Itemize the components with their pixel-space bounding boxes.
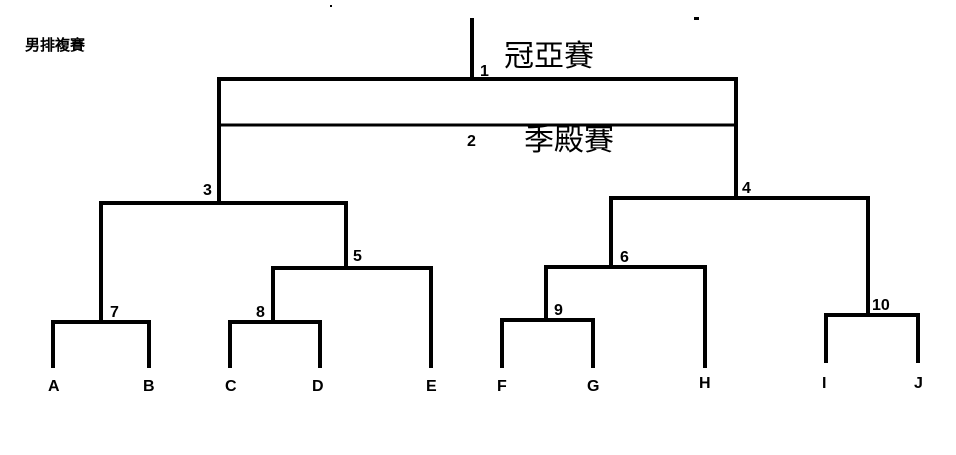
match-number-5: 5	[353, 248, 362, 265]
team-label-j: J	[914, 375, 923, 392]
team-label-d: D	[312, 378, 324, 395]
match-number-4: 4	[742, 180, 751, 197]
match-number-9: 9	[554, 302, 563, 319]
page-title: 男排複賽	[25, 36, 86, 54]
team-label-i: I	[822, 375, 826, 392]
match-number-1: 1	[480, 63, 489, 80]
team-label-c: C	[225, 378, 237, 395]
final-game-label: 冠亞賽	[504, 39, 594, 74]
team-label-h: H	[699, 375, 711, 392]
team-label-e: E	[426, 378, 437, 395]
third-place-game-label: 季殿賽	[524, 123, 614, 158]
team-label-b: B	[143, 378, 155, 395]
match-number-3: 3	[203, 182, 212, 199]
stray-mark	[330, 5, 332, 7]
match-number-8: 8	[256, 304, 265, 321]
match-number-2: 2	[467, 133, 476, 150]
match-number-6: 6	[620, 249, 629, 266]
team-label-f: F	[497, 378, 507, 395]
match-number-7: 7	[110, 304, 119, 321]
team-label-a: A	[48, 378, 60, 395]
team-label-g: G	[587, 378, 599, 395]
stray-mark	[694, 17, 699, 20]
match-number-10: 10	[872, 297, 890, 314]
